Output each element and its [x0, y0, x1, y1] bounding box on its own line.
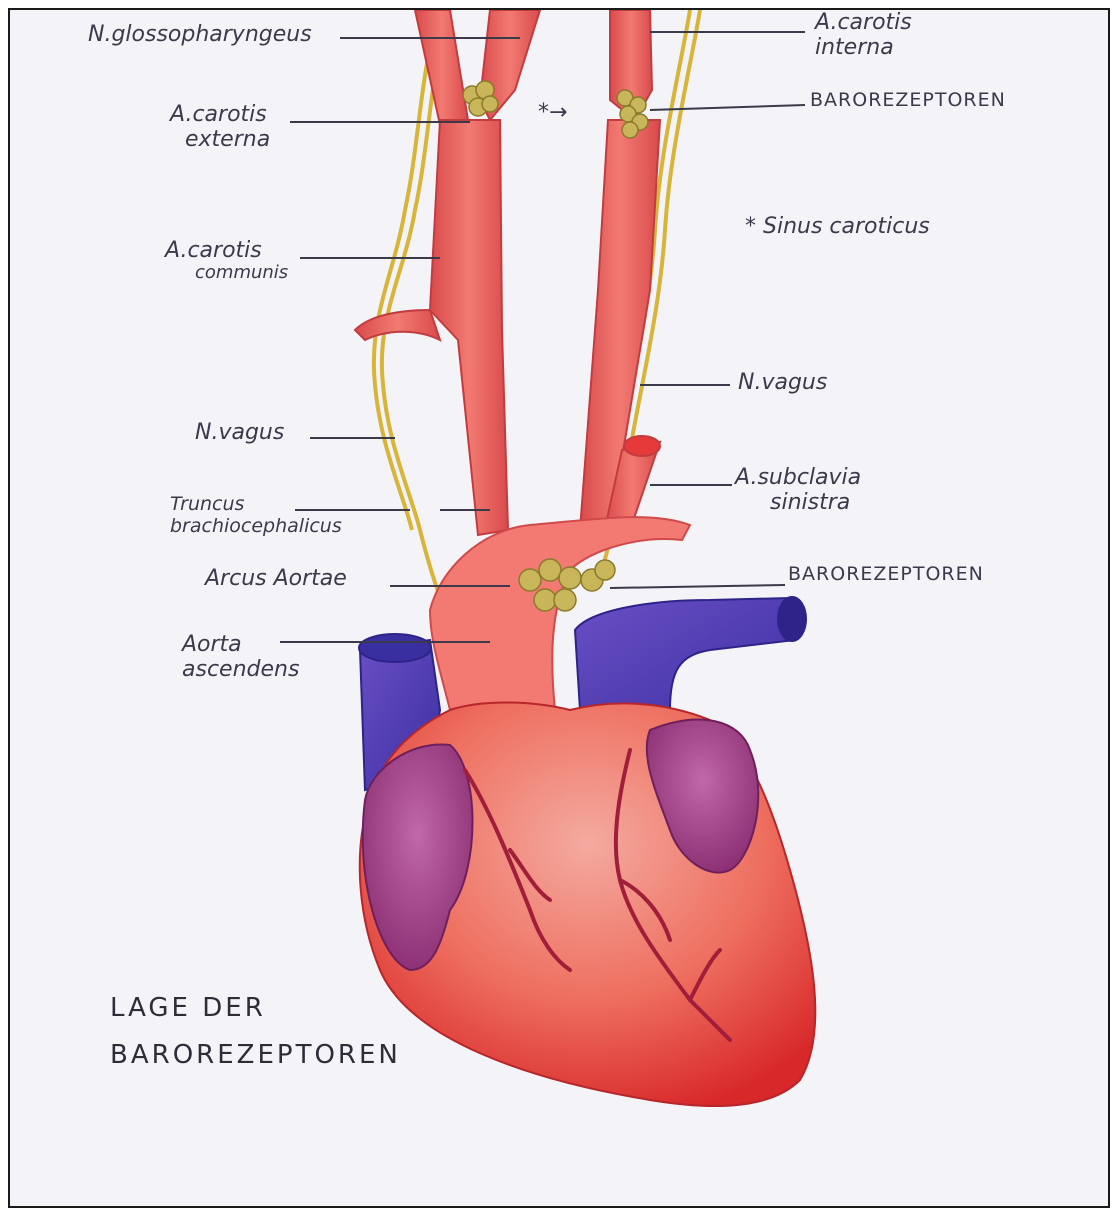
label-carotis-communis-line2: communis — [165, 263, 288, 284]
label-subclavia: A.subclavia sinistra — [735, 465, 861, 516]
artery-carotis-left — [355, 10, 540, 535]
label-carotis-externa-line1: A.carotis — [170, 102, 270, 127]
label-carotis-interna-line1: A.carotis — [815, 10, 912, 35]
drawing-title-line1: LAGE DER — [110, 985, 401, 1032]
label-aorta-ascendens: Aorta ascendens — [182, 632, 299, 683]
label-arcus-aortae: Arcus Aortae — [205, 566, 347, 591]
label-vagus-right: N.vagus — [738, 370, 827, 395]
label-carotis-communis-line1: A.carotis — [165, 238, 288, 263]
label-carotis-externa: A.carotis externa — [170, 102, 270, 153]
label-truncus: Truncus brachiocephalicus — [170, 494, 342, 538]
label-carotis-interna: A.carotis interna — [815, 10, 912, 61]
label-baroreceptors-top: BAROREZEPTOREN — [810, 90, 1006, 112]
label-baroreceptors-mid: BAROREZEPTOREN — [788, 564, 984, 586]
label-subclavia-line2: sinistra — [735, 490, 861, 515]
label-vagus-left: N.vagus — [195, 420, 284, 445]
label-carotis-interna-line2: interna — [815, 35, 912, 60]
label-glossopharyngeus: N.glossopharyngeus — [88, 22, 312, 47]
label-asterisk-arrow: *→ — [538, 100, 567, 125]
drawing-frame: N.glossopharyngeus A.carotis interna BAR… — [8, 8, 1110, 1208]
label-subclavia-line1: A.subclavia — [735, 465, 861, 490]
label-truncus-line2: brachiocephalicus — [170, 516, 342, 538]
drawing-title-line2: BAROREZEPTOREN — [110, 1032, 401, 1079]
drawing-title: LAGE DER BAROREZEPTOREN — [110, 985, 401, 1079]
label-carotis-communis: A.carotis communis — [165, 238, 288, 284]
label-aorta-ascendens-line2: ascendens — [182, 657, 299, 682]
label-aorta-ascendens-line1: Aorta — [182, 632, 299, 657]
label-carotis-externa-line2: externa — [170, 127, 270, 152]
label-sinus-caroticus: * Sinus caroticus — [745, 214, 930, 239]
baroreceptors-carotis-left — [463, 81, 498, 116]
label-truncus-line1: Truncus — [170, 494, 342, 516]
